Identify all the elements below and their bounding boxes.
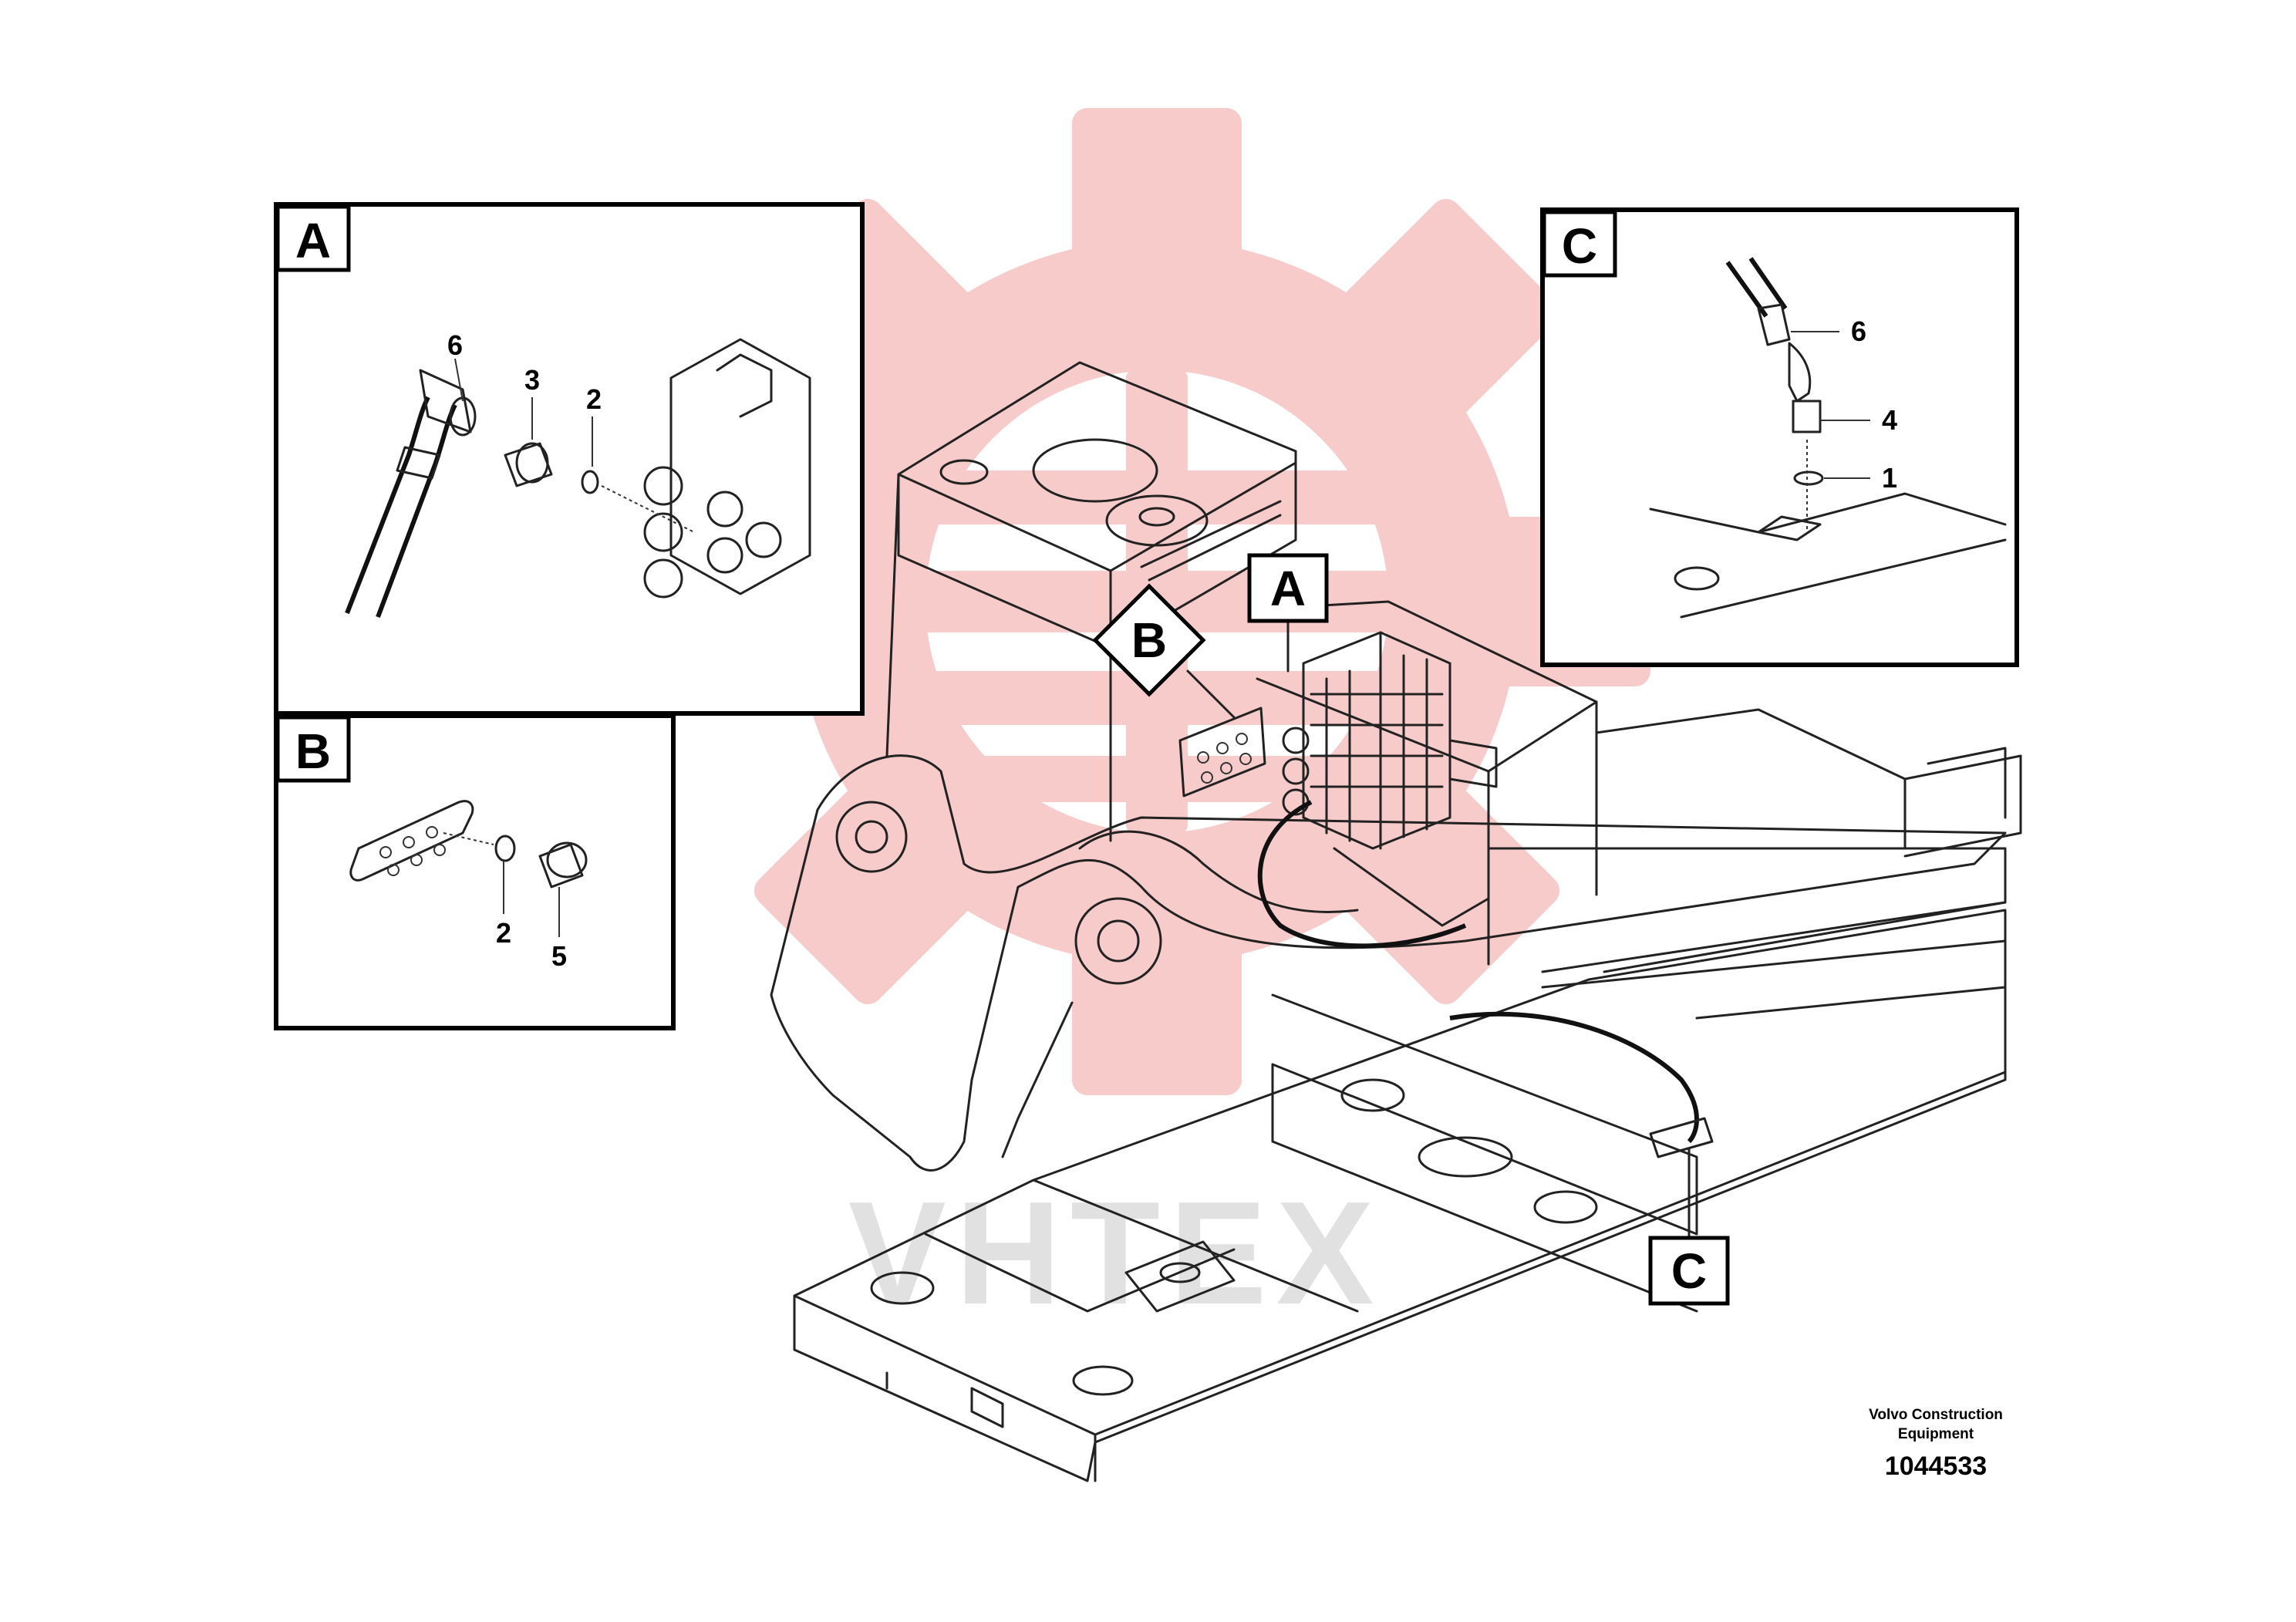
company-line-2: Equipment bbox=[1898, 1426, 1974, 1442]
part-number-3: 3 bbox=[524, 364, 540, 396]
hydraulic-tank bbox=[885, 361, 1297, 842]
part-number-5: 5 bbox=[551, 940, 567, 972]
callout-a[interactable]: A bbox=[1247, 553, 1329, 673]
part-number-2: 2 bbox=[586, 383, 602, 415]
chassis-frame bbox=[793, 909, 2007, 1482]
part-number-6-c: 6 bbox=[1851, 315, 1866, 347]
panel-b-label: B bbox=[295, 723, 331, 779]
svg-text:A: A bbox=[1270, 561, 1306, 616]
svg-text:B: B bbox=[1131, 612, 1167, 668]
callout-c[interactable]: C bbox=[1648, 1148, 1730, 1306]
part-number-1: 1 bbox=[1882, 462, 1897, 494]
panel-c-label: C bbox=[1562, 218, 1597, 274]
part-number-6: 6 bbox=[447, 329, 463, 361]
detail-panel-c: C 6 4 1 bbox=[1540, 207, 2019, 667]
detail-panel-b: B 2 5 bbox=[274, 713, 676, 1030]
control-valve bbox=[1282, 631, 1498, 850]
detail-panel-a: A 6 3 2 bbox=[274, 202, 865, 716]
panel-a-label: A bbox=[295, 213, 331, 268]
callout-b[interactable]: B bbox=[1092, 583, 1236, 719]
machine-frame-drawing bbox=[770, 361, 2022, 1482]
boom-mount bbox=[770, 754, 2007, 1172]
svg-text:C: C bbox=[1671, 1243, 1707, 1299]
upper-frame bbox=[1487, 708, 2022, 973]
company-line-1: Volvo Construction bbox=[1869, 1407, 2003, 1423]
hydraulic-hose bbox=[1257, 800, 1699, 1144]
drawing-number: 1044533 bbox=[1885, 1452, 1987, 1481]
fitting-c bbox=[1649, 1117, 1714, 1158]
valve-mount-box bbox=[1256, 600, 1598, 966]
part-number-4: 4 bbox=[1882, 404, 1897, 436]
part-number-2-b: 2 bbox=[496, 917, 511, 949]
watermark-text: VHTEX bbox=[848, 1172, 1383, 1335]
drawing-footer: Volvo Construction Equipment 1044533 bbox=[1869, 1407, 2003, 1481]
port-plate bbox=[1178, 706, 1266, 798]
